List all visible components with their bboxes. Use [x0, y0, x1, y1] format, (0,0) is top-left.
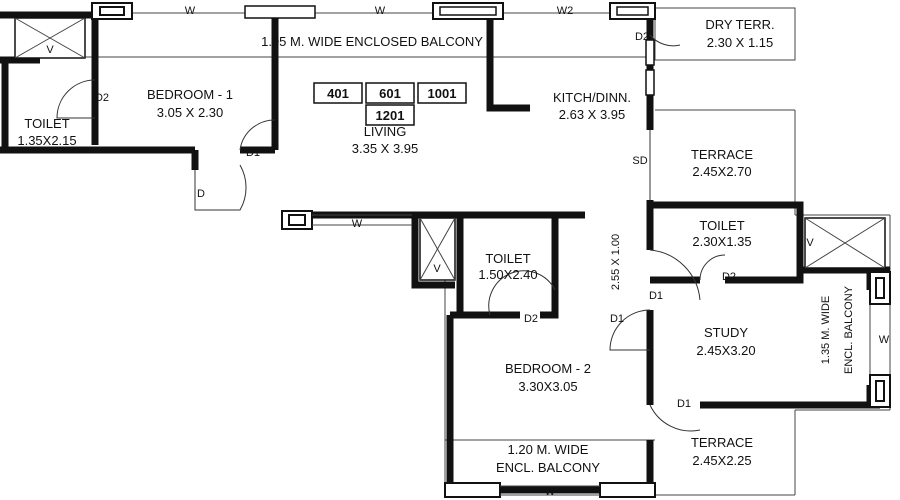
toilet3-name: TOILET: [485, 251, 530, 266]
dry-terrace-name: DRY TERR.: [705, 17, 774, 32]
unit-number-1001: 1001: [428, 86, 457, 101]
bedroom2-name: BEDROOM - 2: [505, 361, 591, 376]
toilet2-name: TOILET: [699, 218, 744, 233]
unit-number-601: 601: [379, 86, 401, 101]
bottom-balcony-line2: ENCL. BALCONY: [496, 460, 600, 475]
window-w2-label: W2: [557, 5, 574, 17]
living-size: 3.35 X 3.95: [352, 141, 419, 156]
window-label: W: [375, 5, 386, 17]
window-label: W: [545, 486, 556, 498]
door-swings: [56, 34, 726, 432]
side-balcony-line2: ENCL. BALCONY: [843, 285, 855, 374]
sliding-door-label: SD: [632, 155, 647, 167]
window-label: W: [352, 218, 363, 230]
door-d1-label: D1: [649, 290, 663, 302]
side-windows: [869, 271, 891, 408]
toilet2-size: 2.30X1.35: [692, 234, 751, 249]
door-d1-label: D1: [246, 147, 260, 159]
terrace2-name: TERRACE: [691, 435, 753, 450]
dry-terrace-size: 2.30 X 1.15: [707, 35, 774, 50]
bottom-windows: [444, 482, 656, 498]
bedroom2-size: 3.30X3.05: [518, 379, 577, 394]
passage-size: 2.55 X 1.00: [610, 234, 622, 290]
bedroom1-size: 3.05 X 2.30: [157, 105, 224, 120]
kitchen-size: 2.63 X 3.95: [559, 107, 626, 122]
shafts: [14, 17, 886, 281]
door-d2-label: D2: [635, 31, 649, 43]
walls: [0, 11, 890, 494]
door-d1-label: D1: [677, 398, 691, 410]
door-d2-label: D2: [524, 313, 538, 325]
bottom-balcony-line1: 1.20 M. WIDE: [508, 442, 589, 457]
side-balcony-line1: 1.35 M. WIDE: [820, 296, 832, 364]
ventilator-label: V: [806, 237, 814, 249]
unit-numbers: 401 601 1001 1201: [313, 82, 467, 126]
toilet3-size: 1.50X2.40: [478, 267, 537, 282]
terrace1-size: 2.45X2.70: [692, 164, 751, 179]
bedroom1-name: BEDROOM - 1: [147, 87, 233, 102]
toilet1-name: TOILET: [24, 116, 69, 131]
terrace2-size: 2.45X2.25: [692, 453, 751, 468]
corridor-window: [281, 210, 412, 230]
door-d-label: D: [197, 188, 205, 200]
unit-number-401: 401: [327, 86, 349, 101]
study-size: 2.45X3.20: [696, 343, 755, 358]
study-name: STUDY: [704, 325, 748, 340]
window-label: W: [185, 5, 196, 17]
room-labels: 1.05 M. WIDE ENCLOSED BALCONY DRY TERR. …: [17, 17, 855, 475]
top-windows: [91, 2, 656, 96]
kitchen-name: KITCH/DINN.: [553, 90, 631, 105]
unit-number-1201: 1201: [376, 108, 405, 123]
window-label: W: [879, 334, 890, 346]
door-d1-label: D1: [610, 313, 624, 325]
enclosed-balcony-top-label: 1.05 M. WIDE ENCLOSED BALCONY: [261, 34, 483, 49]
toilet1-size: 1.35X2.15: [17, 133, 76, 148]
door-d2-label: D2: [95, 92, 109, 104]
door-d2-label: D2: [722, 271, 736, 283]
opening-labels: W W W2 D2 D2 D1 D SD W V V V D2 D1 D2 D1…: [46, 5, 889, 498]
ventilator-label: V: [433, 263, 441, 275]
terrace1-name: TERRACE: [691, 147, 753, 162]
ventilator-label: V: [46, 44, 54, 56]
living-name: LIVING: [364, 124, 407, 139]
